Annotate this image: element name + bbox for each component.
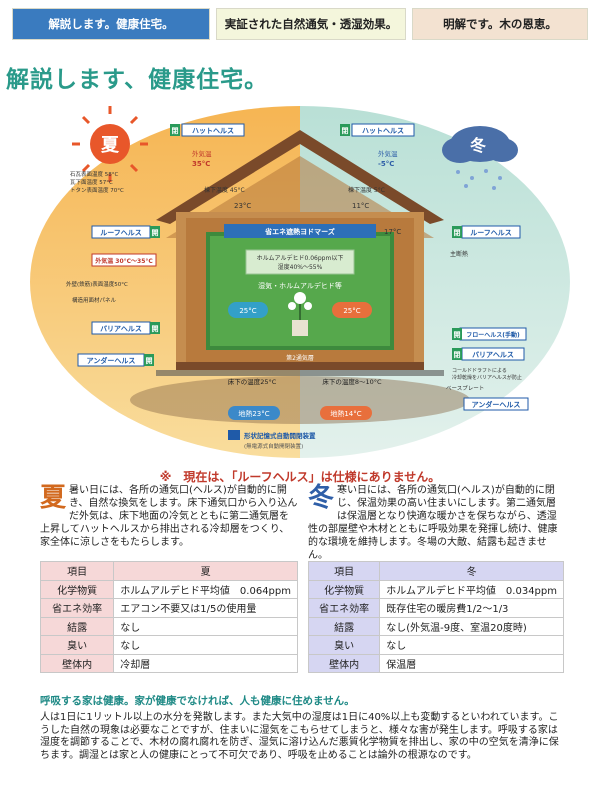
plant-icon bbox=[288, 292, 312, 336]
top-tab-bar: 解説します。健康住宅。 実証された自然通気・透湿効果。 明解です。木の恩恵。 bbox=[12, 8, 588, 40]
label-structural-panel: 構造用面材パネル bbox=[72, 296, 117, 304]
svg-text:開: 開 bbox=[454, 330, 461, 339]
label-roof-health-left: ルーフヘルス bbox=[100, 229, 142, 237]
roof-temp-2: 瓦下面温度 57°C bbox=[70, 178, 113, 186]
valve-sub-label: (無電源式自動開閉装置) bbox=[244, 442, 303, 450]
svg-text:ホルムアルデヒド0.06ppm以下: ホルムアルデヒド0.06ppm以下 bbox=[257, 254, 344, 262]
ceiling-temp: 17°C bbox=[384, 228, 401, 236]
floor bbox=[176, 362, 424, 370]
svg-text:湿度40%〜55%: 湿度40%〜55% bbox=[278, 263, 323, 271]
label-barrier-health-left: バリアヘルス bbox=[100, 325, 142, 333]
ceiling-bar bbox=[224, 224, 376, 238]
room-label: 湿気・ホルムアルデヒド等 bbox=[258, 281, 342, 290]
svg-text:開: 開 bbox=[146, 356, 153, 365]
floor-temp-summer: 床下の温度25°C bbox=[228, 377, 277, 386]
tagline: 呼吸する家は健康。家が健康でなければ、人も健康に住めません。 bbox=[40, 695, 355, 707]
summer-spec-table: 項目 夏 化学物質ホルムアルデヒド平均値 0.064ppm 省エネ効率エアコン不… bbox=[39, 561, 298, 673]
label-under-health-left: アンダーヘルス bbox=[87, 356, 136, 365]
summer-body: 暑い日には、各所の通気口(ヘルス)が自動的に開き、自然な換気をします。床下通気口… bbox=[40, 485, 298, 548]
label-hat-health-right: ハットヘルス bbox=[362, 127, 404, 135]
label-flow-health: フローヘルス(手動) bbox=[466, 331, 520, 339]
table-row: 壁体内保温層 bbox=[307, 653, 564, 673]
svg-text:コールドドラフトによる: コールドドラフトによる bbox=[452, 368, 507, 374]
label-barrier-health-right: バリアヘルス bbox=[472, 351, 514, 359]
ceiling-label: 省エネ遮熱ヨドマーズ bbox=[264, 227, 335, 236]
label-base-plate: ベースプレート bbox=[446, 385, 484, 392]
table-row: 省エネ効率エアコン不要又は1/5の使用量 bbox=[39, 598, 298, 618]
label-under-health-right: アンダーヘルス bbox=[472, 400, 521, 409]
table-row: 結露なし bbox=[39, 616, 298, 636]
table-row: 省エネ効率既存住宅の暖房費1/2〜1/3 bbox=[307, 598, 564, 618]
ground bbox=[130, 376, 470, 424]
label-exterior-wall: 外壁(鉄筋)表面温度50°C bbox=[66, 280, 128, 288]
summer-paragraph: 夏 暑い日には、各所の通気口(ヘルス)が自動的に開き、自然な換気をします。床下通… bbox=[40, 484, 298, 549]
svg-text:35°C: 35°C bbox=[192, 160, 210, 168]
floor-temp-winter: 床下の温度8〜10°C bbox=[322, 377, 382, 386]
label-main-insulation: 主断熱 bbox=[450, 250, 468, 258]
svg-text:外気温: 外気温 bbox=[378, 149, 398, 158]
room-temp-left: 25°C bbox=[239, 307, 256, 315]
svg-text:開: 開 bbox=[152, 324, 159, 333]
winter-body: 寒い日には、各所の通気口(ヘルス)が自動的に閉じ、保温効果の高い住まいにします。… bbox=[308, 485, 558, 561]
page-title: 解説します、健康住宅。 bbox=[6, 67, 269, 93]
ridge-temp-winter: 棟下温度 5°C bbox=[348, 186, 385, 194]
table-header-row: 項目 夏 bbox=[39, 561, 298, 581]
label-hat-health-left: ハットヘルス bbox=[192, 127, 234, 135]
table-row: 臭いなし bbox=[307, 635, 564, 655]
winter-initial: 冬 bbox=[308, 483, 335, 513]
chem-box bbox=[245, 249, 355, 275]
svg-text:-5°C: -5°C bbox=[378, 160, 394, 168]
bottom-paragraph: 人は1日に1リットル以上の水分を発散します。また大気中の湿度は1日に40%以上も… bbox=[40, 712, 559, 761]
svg-text:閉: 閉 bbox=[454, 228, 461, 237]
label-roof-health-right: ルーフヘルス bbox=[470, 229, 512, 237]
temp-attic-left: 23°C bbox=[234, 202, 251, 210]
house-diagram: 夏 冬 省エネ遮熱ヨドマーズ ホルムアルデヒド0.06ppm以下 湿度40%〜5… bbox=[6, 100, 594, 468]
second-layer: 第2通気層 bbox=[286, 354, 314, 362]
sun-icon: 夏 bbox=[72, 106, 148, 182]
winter-badge: 冬 bbox=[470, 136, 486, 155]
winter-spec-table: 項目 冬 化学物質ホルムアルデヒド平均値 0.034ppm 省エネ効率既存住宅の… bbox=[307, 561, 564, 673]
winter-paragraph: 冬 寒い日には、各所の通気口(ヘルス)が自動的に閉じ、保温効果の高い住まいにしま… bbox=[308, 484, 564, 562]
svg-text:冷却乾燥をバリアヘルスが防止: 冷却乾燥をバリアヘルスが防止 bbox=[452, 374, 522, 381]
roof-temp-1: 石瓦表面温度 58°C bbox=[70, 170, 118, 178]
tab-ventilation[interactable]: 実証された自然通気・透湿効果。 bbox=[216, 8, 406, 40]
left-labels: ハットヘルス ルーフヘルス 外気温 30°C〜35°C 外壁(鉄筋)表面温度50… bbox=[66, 123, 245, 367]
tab-wood-benefit[interactable]: 明解です。木の恩恵。 bbox=[412, 8, 588, 40]
ridge-temp-summer: 棟下温度 45°C bbox=[204, 186, 245, 194]
valve-label: 形状記憶式自動開閉装置 bbox=[244, 431, 316, 440]
tab-explanation[interactable]: 解説します。健康住宅。 bbox=[12, 8, 210, 40]
temp-attic-right: 11°C bbox=[352, 202, 369, 210]
table-row: 化学物質ホルムアルデヒド平均値 0.034ppm bbox=[307, 579, 564, 599]
summer-initial: 夏 bbox=[40, 483, 67, 513]
roof-temp-3: トタン表面温度 70°C bbox=[70, 186, 124, 194]
summer-badge: 夏 bbox=[101, 135, 120, 156]
table-header-row: 項目 冬 bbox=[307, 561, 564, 581]
table-row: 壁体内冷却層 bbox=[39, 653, 298, 673]
ground-temp-winter: 地熱14°C bbox=[330, 409, 361, 418]
svg-text:外気温: 外気温 bbox=[192, 149, 212, 158]
svg-text:開: 開 bbox=[152, 228, 159, 237]
svg-text:閉: 閉 bbox=[342, 126, 349, 135]
svg-text:閉: 閉 bbox=[172, 126, 179, 135]
svg-text:閉: 閉 bbox=[454, 350, 461, 359]
notice: ※ 現在は、「ルーフヘルス」は仕様にありません。 bbox=[159, 470, 441, 484]
room-temp-right: 25°C bbox=[343, 307, 360, 315]
table-row: 化学物質ホルムアルデヒド平均値 0.064ppm bbox=[39, 579, 298, 599]
ground-temp-summer: 地熱23°C bbox=[238, 409, 269, 418]
table-row: 結露なし(外気温-9度、室温20度時) bbox=[307, 616, 564, 636]
label-outside-temp-left: 外気温 30°C〜35°C bbox=[94, 257, 153, 265]
table-row: 臭いなし bbox=[39, 635, 298, 655]
snow-cloud-icon: 冬 bbox=[442, 126, 518, 190]
